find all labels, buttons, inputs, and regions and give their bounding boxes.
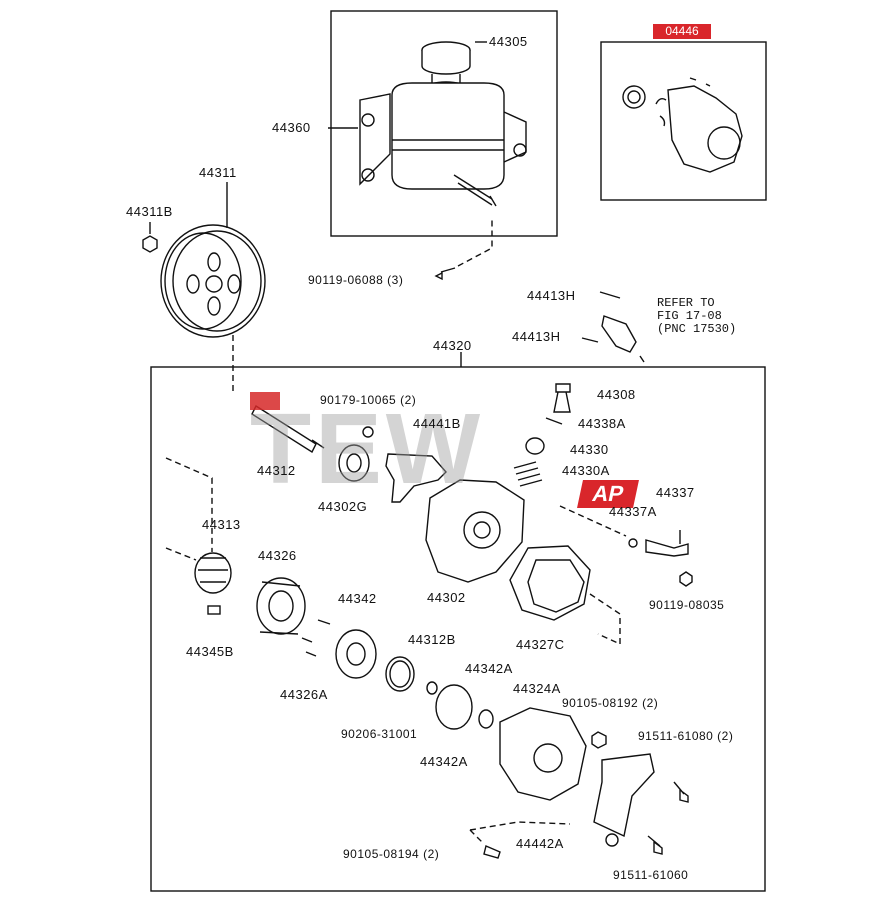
pump-housing-44302 <box>425 479 525 583</box>
part-label: 90206-31001 <box>341 727 418 741</box>
watermark-accent <box>250 392 280 410</box>
part-label: 44302G <box>318 499 368 514</box>
highlight-badge: 04446 <box>653 24 711 39</box>
part-label: 90119-08035 <box>649 598 725 612</box>
refer-note-line: FIG 17-08 <box>657 309 722 323</box>
rotor-44313 <box>194 552 232 594</box>
part-label: 90105-08194 (2) <box>343 847 440 861</box>
part-label: 44312B <box>408 632 456 647</box>
part-label: 44308 <box>597 387 636 402</box>
part-label: 90119-06088 (3) <box>308 273 404 287</box>
bolt-90105-08194 <box>483 845 501 859</box>
part-label: 44413H <box>512 329 561 344</box>
part-label: 44342A <box>420 754 468 769</box>
shaft-44312 <box>251 404 317 454</box>
part-label: 44413H <box>527 288 576 303</box>
bolt-90105-08192 <box>591 731 607 749</box>
part-label: 44360 <box>272 120 311 135</box>
plug-44308 <box>553 383 571 413</box>
snap-ring-90206 <box>385 656 415 692</box>
part-label: 44320 <box>433 338 472 353</box>
part-label: 44326 <box>258 548 297 563</box>
part-label: 44342 <box>338 591 377 606</box>
pulley-44311 <box>160 224 266 338</box>
refer-note-line: REFER TO <box>657 296 715 310</box>
reservoir-frame <box>330 10 558 237</box>
part-label: 44337 <box>656 485 695 500</box>
part-label: 44342A <box>465 661 513 676</box>
part-label: 44311B <box>126 204 173 219</box>
part-label: 44312 <box>257 463 296 478</box>
o-ring-44342A-small <box>478 709 494 729</box>
part-label: 91511-61080 (2) <box>638 729 734 743</box>
part-label: 44330A <box>562 463 610 478</box>
nut-44311B <box>142 235 158 253</box>
hose-clamp-44413H-b <box>581 337 599 343</box>
spring-44330A <box>513 461 543 487</box>
bolt-90119-06088 <box>434 267 456 281</box>
part-label: 44302 <box>427 590 466 605</box>
rear-cover-44324A <box>499 707 587 801</box>
o-ring-44342A-large <box>435 684 473 730</box>
cam-ring-44326 <box>256 577 306 635</box>
part-label: 44441B <box>413 416 461 431</box>
bracket-44441B <box>385 453 447 503</box>
side-plate-44342 <box>335 629 377 679</box>
part-label: 44311 <box>199 165 237 180</box>
part-label: 44338A <box>578 416 626 431</box>
valve-44337 <box>645 539 689 557</box>
part-label: 90105-08192 (2) <box>562 696 659 710</box>
part-label: 44330 <box>570 442 609 457</box>
pump-assembly-frame <box>150 366 766 892</box>
part-label: 44324A <box>513 681 561 696</box>
gasket-44327C <box>509 545 591 621</box>
bolt-91511-61060 <box>647 835 663 855</box>
part-label: 44305 <box>489 34 528 49</box>
ring-44312B <box>426 681 438 695</box>
hose-clamp-44413H-a <box>599 291 621 299</box>
pin-44326A <box>301 619 331 657</box>
refer-note-line: (PNC 17530) <box>657 322 737 336</box>
kit-04446-parts <box>622 77 743 173</box>
part-label: 44345B <box>186 644 234 659</box>
bearing-44302G <box>338 444 370 482</box>
reservoir-44360 <box>359 41 527 207</box>
pressure-switch <box>601 315 637 353</box>
bolt-91511-61080 <box>673 781 689 803</box>
kit-frame <box>600 41 767 201</box>
part-label: 90179-10065 (2) <box>320 393 417 407</box>
part-label: 44337A <box>609 504 657 519</box>
part-label: 44327C <box>516 637 565 652</box>
refer-note: REFER TO FIG 17-08 (PNC 17530) <box>657 297 736 336</box>
watermark-text: TEW <box>250 393 485 505</box>
part-label: 91511-61060 <box>613 868 689 882</box>
part-label: 44326A <box>280 687 328 702</box>
bracket-44442A <box>593 753 655 838</box>
part-label: 44442A <box>516 836 564 851</box>
part-label: 44313 <box>202 517 241 532</box>
bolt-90119-08035 <box>679 571 693 587</box>
vane-44345B <box>207 605 221 615</box>
